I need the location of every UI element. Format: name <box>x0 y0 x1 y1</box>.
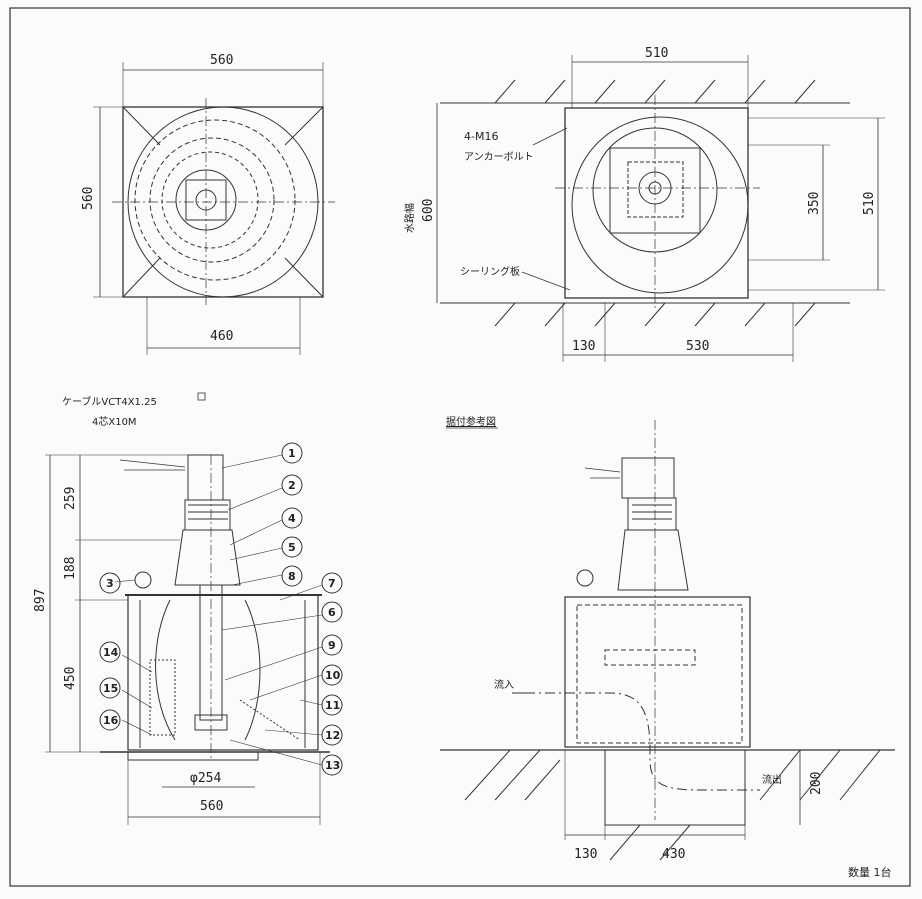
label-anchor-bolt: アンカーボルト <box>464 151 534 163</box>
square-mark <box>197 392 206 401</box>
label-water-width: 水路幅 <box>403 203 416 233</box>
label-outflow: 流出 <box>762 773 782 786</box>
dim-bottom-width: 560 <box>200 799 223 814</box>
part-number: 9 <box>328 639 336 652</box>
part-number: 11 <box>325 699 340 712</box>
dim-top-right-bottom-left: 130 <box>572 339 595 354</box>
dim-install-right: 430 <box>662 847 685 862</box>
part-number: 5 <box>288 541 296 554</box>
dim-top-right-height: 600 <box>421 199 436 222</box>
part-number: 4 <box>288 512 296 525</box>
bottom-right-install-view <box>440 420 895 861</box>
dim-total-height: 897 <box>33 589 48 612</box>
bottom-left-section-view <box>45 442 343 825</box>
part-number: 2 <box>288 479 296 492</box>
dim-install-depth: 200 <box>809 772 824 795</box>
part-number: 16 <box>103 714 119 727</box>
part-number: 6 <box>328 606 336 619</box>
dim-top-right-width: 510 <box>645 46 668 61</box>
dim-h-upper: 259 <box>63 487 78 510</box>
label-cable-len: 4芯X10M <box>92 415 137 428</box>
label-sealing-plate: シーリング板 <box>460 265 520 278</box>
part-number: 14 <box>103 646 119 659</box>
dim-top-left-bottom: 460 <box>210 329 233 344</box>
dim-bottom-diameter: φ254 <box>190 771 221 786</box>
part-number: 15 <box>103 682 118 695</box>
label-install-ref: 据付参考図 <box>446 415 496 428</box>
label-inflow: 流入 <box>494 678 514 691</box>
dim-h-mid: 188 <box>63 557 78 580</box>
part-number: 1 <box>288 447 296 460</box>
label-cable-spec: ケーブルVCT4X1.25 <box>62 395 157 408</box>
dim-top-right-inner: 350 <box>807 192 822 215</box>
drawing-frame <box>9 7 911 887</box>
part-numbers: 1 2 3 4 5 6 7 8 9 10 11 12 13 14 15 16 <box>103 447 341 772</box>
label-quantity: 数量 1台 <box>848 865 892 879</box>
part-number: 13 <box>325 759 340 772</box>
part-number: 7 <box>328 577 336 590</box>
part-number: 8 <box>288 570 296 583</box>
dim-top-right-bottom-right: 530 <box>686 339 709 354</box>
dim-top-left-height: 560 <box>81 187 96 210</box>
label-anchor-bolt-spec: 4-M16 <box>464 130 498 143</box>
dim-top-right-outer: 510 <box>862 192 877 215</box>
part-number: 10 <box>325 669 341 682</box>
dim-install-left: 130 <box>574 847 597 862</box>
part-number: 3 <box>106 577 114 590</box>
top-right-plan-view <box>436 55 885 362</box>
dim-top-left-width: 560 <box>210 53 233 68</box>
dim-h-lower: 450 <box>63 667 78 690</box>
top-left-plan-view <box>93 62 335 355</box>
part-number: 12 <box>325 729 340 742</box>
